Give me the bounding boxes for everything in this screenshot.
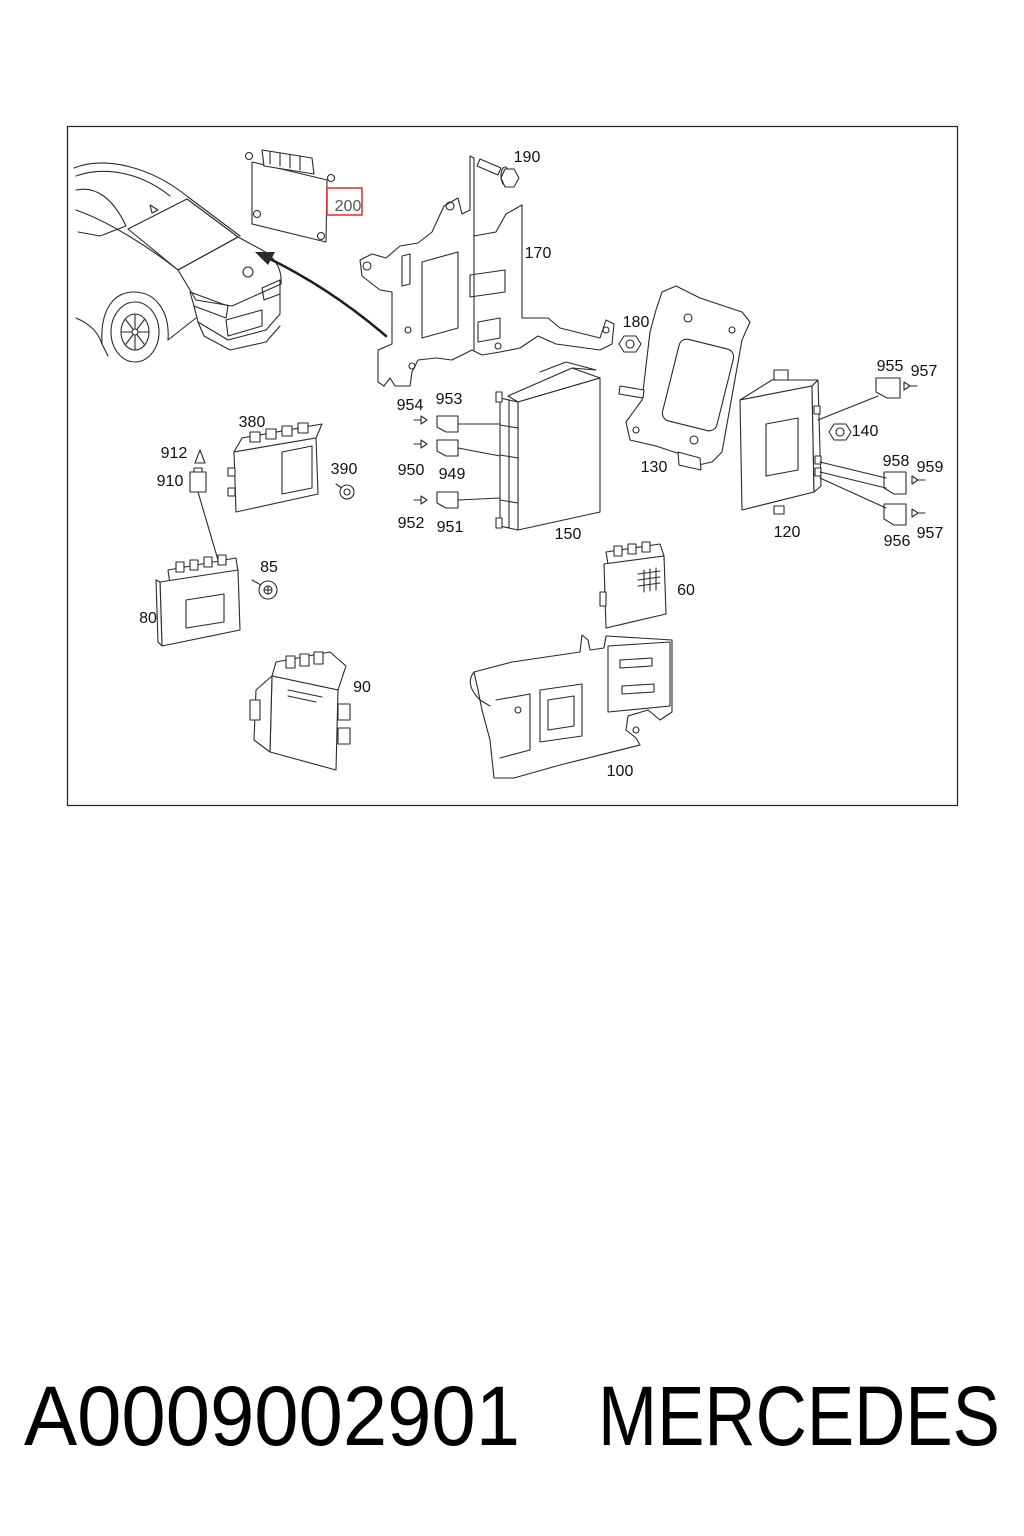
callout-140: 140 <box>852 423 879 440</box>
callout-958: 958 <box>883 453 910 470</box>
part-390-screw <box>335 483 355 500</box>
part-80-module <box>155 554 241 647</box>
part-170-bracket <box>359 155 615 387</box>
connector-953 <box>436 415 501 433</box>
callout-180: 180 <box>623 314 650 331</box>
callout-120: 120 <box>774 524 801 541</box>
callout-912: 912 <box>161 445 188 462</box>
part-60-module <box>599 541 667 629</box>
part-130-bracket <box>618 285 751 471</box>
vehicle-illustration <box>73 162 282 363</box>
callout-957-top: 957 <box>911 363 938 380</box>
part-150-module <box>495 361 601 531</box>
pin-950 <box>413 439 428 449</box>
callout-390: 390 <box>331 461 358 478</box>
connector-949 <box>436 439 501 457</box>
callout-85: 85 <box>260 559 278 576</box>
callout-957-bottom: 957 <box>917 525 944 542</box>
part-90-module <box>249 651 351 771</box>
callout-80: 80 <box>139 610 157 627</box>
part-180-nut <box>618 335 642 353</box>
part-140-nut <box>828 423 852 441</box>
callout-200-highlight-box <box>326 187 363 216</box>
part-85-screw <box>251 579 278 600</box>
callout-959: 959 <box>917 459 944 476</box>
pin-957-bottom <box>911 508 926 518</box>
connector-955 <box>817 377 901 421</box>
connector-958 <box>819 461 907 495</box>
callout-130: 130 <box>641 459 668 476</box>
callout-200: 200 <box>335 198 362 215</box>
callout-labels: 190 200 170 180 955 957 954 953 380 140 … <box>139 149 943 780</box>
callout-950: 950 <box>398 462 425 479</box>
callout-910: 910 <box>157 473 184 490</box>
part-190-bolt <box>476 158 520 188</box>
footer-brand: MERCEDES <box>598 1369 1000 1463</box>
callout-955: 955 <box>877 358 904 375</box>
callout-956: 956 <box>884 533 911 550</box>
callout-150: 150 <box>555 526 582 543</box>
pin-959 <box>911 475 926 485</box>
pin-952 <box>413 495 428 505</box>
callout-949: 949 <box>439 466 466 483</box>
part-120-module <box>739 369 822 515</box>
footer-part-number: A0009002901 <box>24 1369 520 1463</box>
connector-910 <box>189 467 219 561</box>
callout-90: 90 <box>353 679 371 696</box>
callout-190: 190 <box>514 149 541 166</box>
callout-100: 100 <box>607 763 634 780</box>
connector-956 <box>819 477 907 526</box>
pin-954 <box>413 415 428 425</box>
callout-380: 380 <box>239 414 266 431</box>
connector-951 <box>436 491 501 509</box>
part-100-tray <box>469 634 673 779</box>
callout-60: 60 <box>677 582 695 599</box>
pin-912 <box>194 449 206 464</box>
callout-953: 953 <box>436 391 463 408</box>
callout-951: 951 <box>437 519 464 536</box>
callout-170: 170 <box>525 245 552 262</box>
part-380-module <box>227 422 323 513</box>
part-200-module <box>244 149 336 243</box>
location-arrow <box>255 252 388 338</box>
callout-952: 952 <box>398 515 425 532</box>
callout-954: 954 <box>397 397 424 414</box>
pin-957-top <box>903 381 918 391</box>
